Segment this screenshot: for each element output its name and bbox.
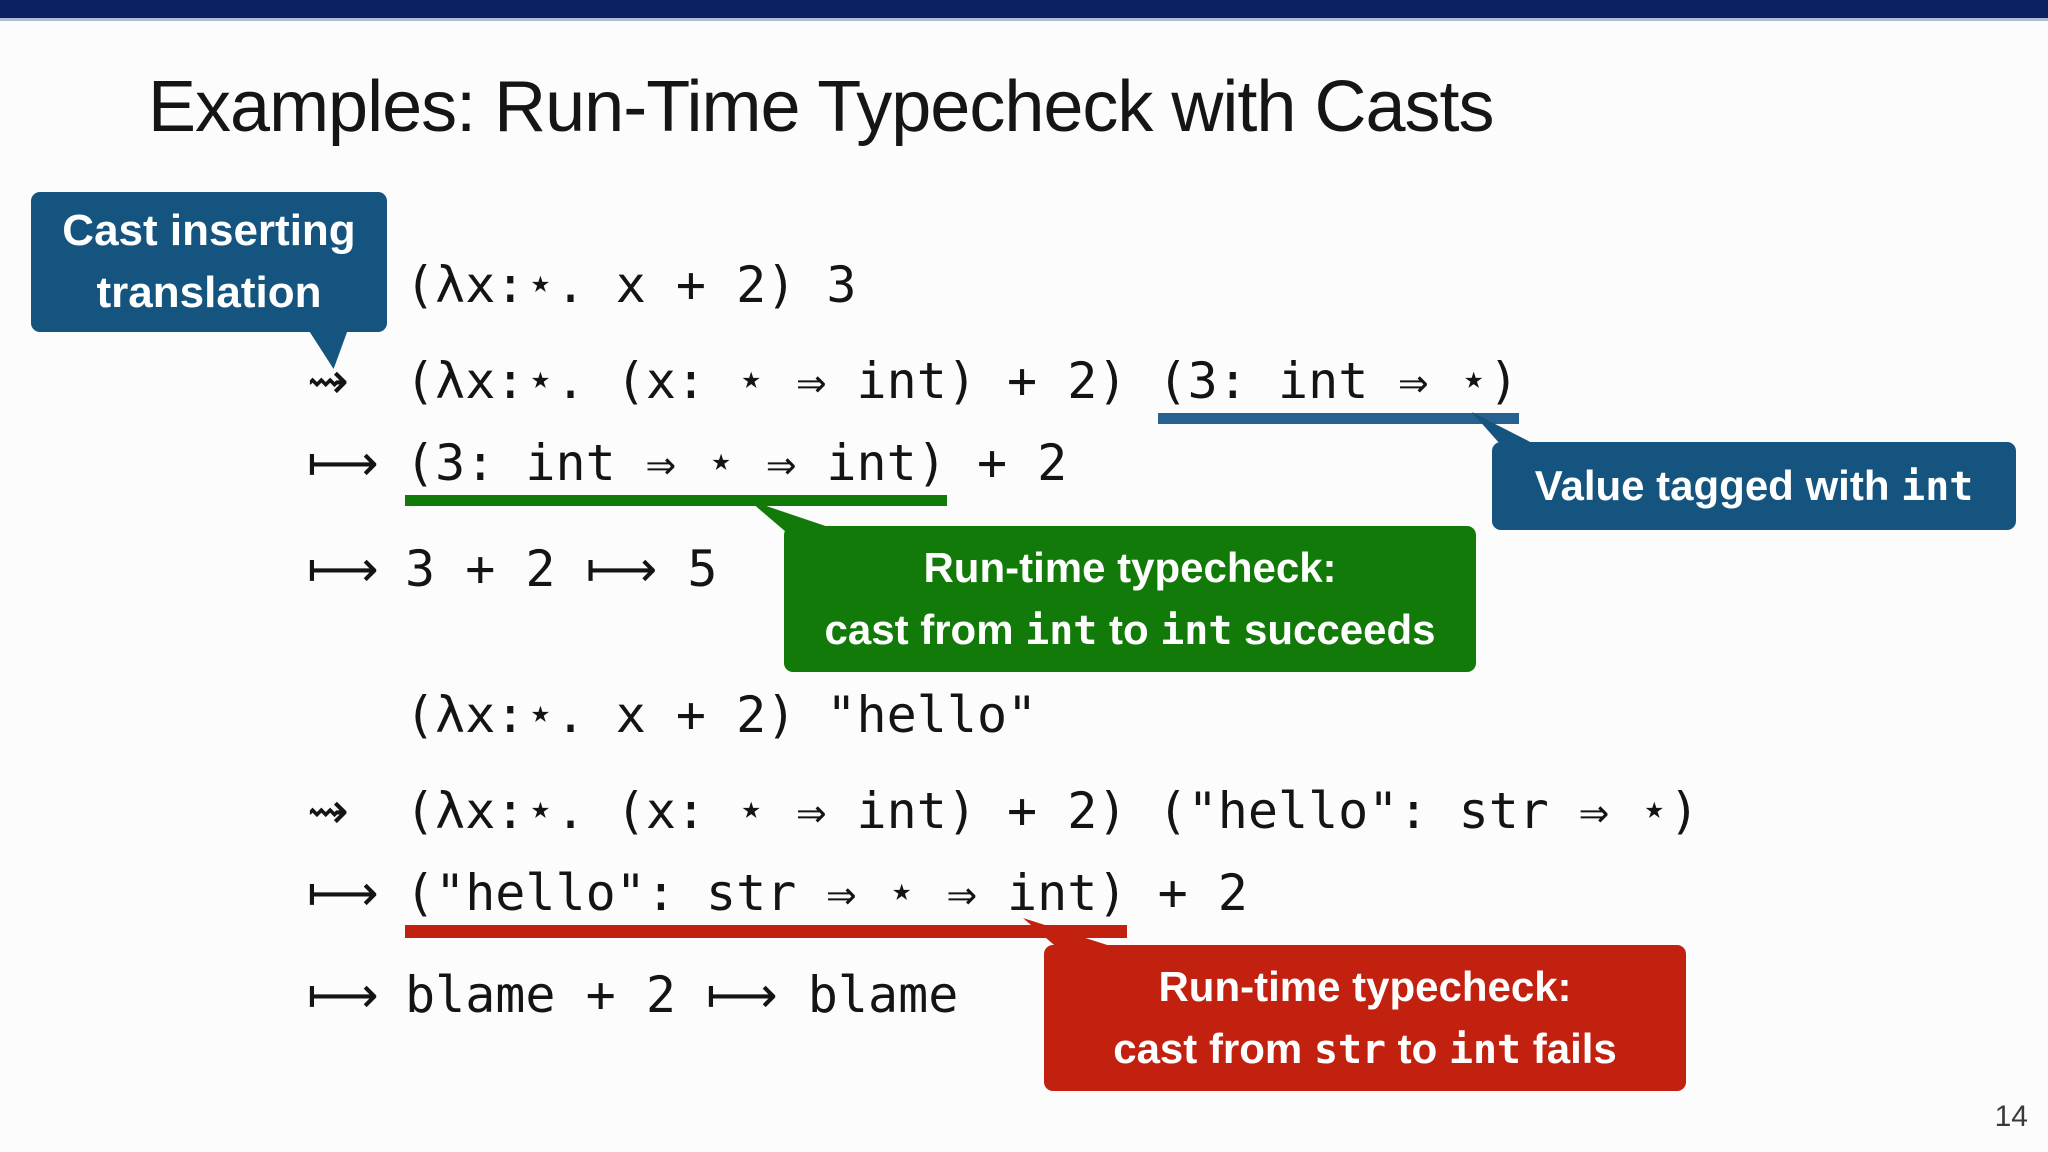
code-expr-underlined-red: ("hello": str ⇒ ⋆ ⇒ int) <box>405 864 1128 938</box>
text-part: to <box>1386 1024 1449 1072</box>
code-part: int <box>1160 607 1233 654</box>
translation-arrow-icon: ⇝ <box>307 352 349 410</box>
callout-value-tagged-prefix: Value tagged with <box>1534 462 1902 509</box>
code-expr: 3 + 2 ⟼ 5 <box>405 540 718 598</box>
code-part: str <box>1313 1026 1387 1073</box>
code-line-1: (λx:⋆. x + 2) 3 <box>307 256 857 314</box>
code-expr: (λx:⋆. x + 2) 3 <box>405 256 857 314</box>
callout-typecheck-fail: Run-time typecheck: cast from str to int… <box>1044 945 1686 1091</box>
callout-value-tagged-code: int <box>1901 464 1974 510</box>
callout-value-tagged: Value tagged with int <box>1492 442 2016 530</box>
maps-to-arrow-icon: ⟼ <box>307 434 379 492</box>
translation-arrow-icon: ⇝ <box>307 782 349 840</box>
code-expr: + 2 <box>946 434 1068 492</box>
callout-cast-inserting-line2: translation <box>96 268 322 317</box>
callout-typecheck-fail-line1: Run-time typecheck: <box>1158 962 1572 1010</box>
code-expr-underlined-green: (3: int ⇒ ⋆ ⇒ int) <box>405 434 947 506</box>
page-number: 14 <box>1994 1100 2028 1133</box>
text-part: fails <box>1521 1024 1617 1072</box>
callout-typecheck-success-line2: cast from int to int succeeds <box>825 599 1436 662</box>
code-line-8: ⟼ blame + 2 ⟼ blame <box>307 966 958 1024</box>
callout-value-tagged-text: Value tagged with int <box>1535 462 1973 510</box>
text-part: cast from <box>824 605 1026 653</box>
code-part: int <box>1449 1026 1522 1073</box>
code-line-4: ⟼ 3 + 2 ⟼ 5 <box>307 540 718 598</box>
code-line-5: (λx:⋆. x + 2) "hello" <box>307 686 1037 744</box>
text-part: succeeds <box>1232 605 1436 653</box>
code-expr: blame + 2 ⟼ blame <box>405 966 959 1024</box>
text-part: cast from <box>1113 1024 1314 1072</box>
code-expr: (λx:⋆. x + 2) "hello" <box>405 686 1038 744</box>
callout-typecheck-success-line1: Run-time typecheck: <box>923 543 1337 591</box>
top-accent-bar <box>0 0 2048 21</box>
text-part: to <box>1097 605 1161 653</box>
code-expr-underlined-blue: (3: int ⇒ ⋆) <box>1157 352 1519 424</box>
callout-typecheck-fail-line2: cast from str to int fails <box>1113 1018 1617 1081</box>
page-title: Examples: Run-Time Typecheck with Casts <box>148 67 1494 147</box>
code-expr: (λx:⋆. (x: ⋆ ⇒ int) + 2) <box>405 352 1158 410</box>
code-line-7: ⟼ ("hello": str ⇒ ⋆ ⇒ int) + 2 <box>307 864 1248 938</box>
maps-to-arrow-icon: ⟼ <box>307 864 379 922</box>
callout-cast-inserting: Cast inserting translation <box>31 192 387 332</box>
code-line-3: ⟼ (3: int ⇒ ⋆ ⇒ int) + 2 <box>307 434 1068 506</box>
callout-cast-inserting-line1: Cast inserting <box>62 206 356 255</box>
maps-to-arrow-icon: ⟼ <box>307 540 379 598</box>
maps-to-arrow-icon: ⟼ <box>307 966 379 1024</box>
code-line-2: ⇝ (λx:⋆. (x: ⋆ ⇒ int) + 2) (3: int ⇒ ⋆) <box>307 352 1519 424</box>
code-expr: (λx:⋆. (x: ⋆ ⇒ int) + 2) ("hello": str ⇒… <box>405 782 1700 840</box>
code-expr: + 2 <box>1127 864 1248 922</box>
code-line-6: ⇝ (λx:⋆. (x: ⋆ ⇒ int) + 2) ("hello": str … <box>307 782 1699 840</box>
code-part: int <box>1025 607 1098 654</box>
callout-typecheck-success: Run-time typecheck: cast from int to int… <box>784 526 1476 672</box>
